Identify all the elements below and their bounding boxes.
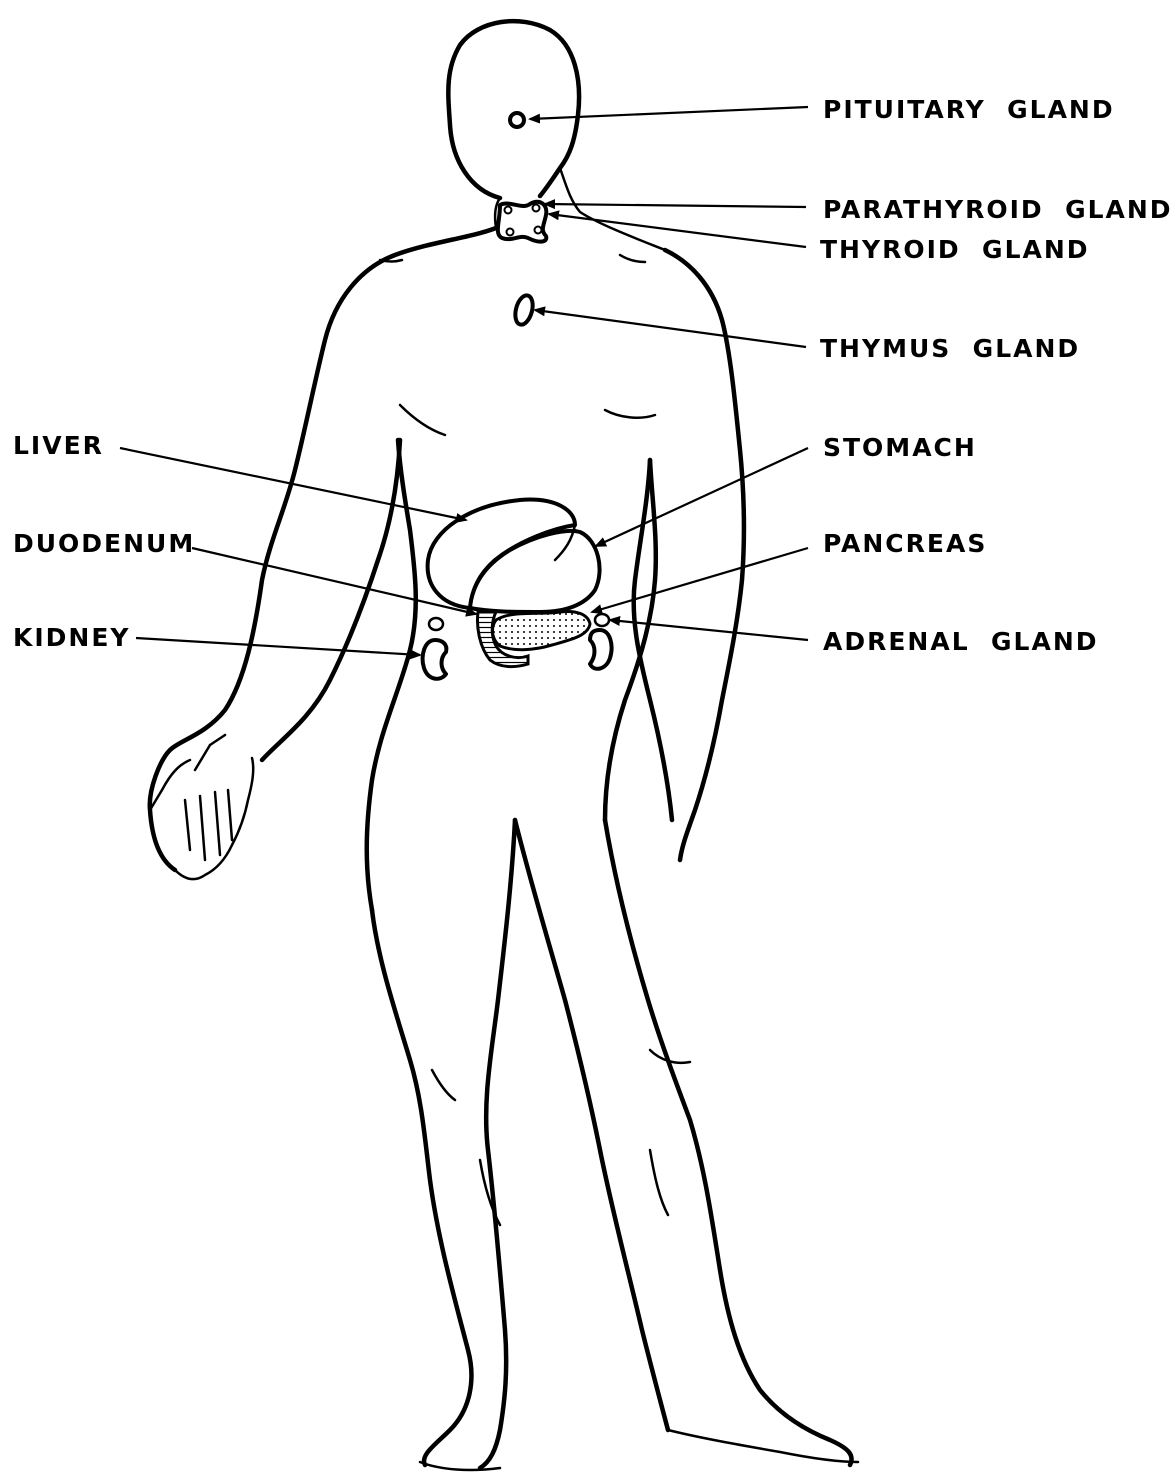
shoulder-crease-left <box>380 260 402 262</box>
left-leg-inner <box>480 820 515 1468</box>
label-thymus-gland: THYMUS GLAND <box>820 334 1080 363</box>
right-leg-inner <box>515 820 668 1430</box>
right-foot <box>668 1430 858 1462</box>
leader-thyroid <box>549 214 806 247</box>
right-shoulder-arm-outer <box>665 250 744 860</box>
left-arm-inner <box>262 440 400 760</box>
label-adrenal-gland: ADRENAL GLAND <box>823 627 1099 656</box>
right-kidney-shape <box>590 630 612 669</box>
left-kidney-shape <box>423 640 447 679</box>
label-pituitary-gland: PITUITARY GLAND <box>823 95 1115 124</box>
label-kidney: KIDNEY <box>13 623 131 652</box>
chest-right <box>605 410 655 418</box>
pancreas-shape <box>493 612 590 650</box>
leader-thymus <box>535 310 806 347</box>
label-stomach: STOMACH <box>823 433 977 462</box>
right-adrenal-shape <box>595 614 609 626</box>
thymus-gland-shape <box>512 293 535 326</box>
parathyroid-dot-1 <box>505 207 512 214</box>
label-duodenum: DUODENUM <box>13 529 195 558</box>
left-leg-outer <box>372 910 471 1465</box>
leader-adrenal <box>610 620 808 640</box>
organs <box>423 113 612 679</box>
pituitary-gland-shape <box>510 113 524 127</box>
torso-right-side <box>605 460 656 820</box>
parathyroid-dot-3 <box>507 229 514 236</box>
label-pancreas: PANCREAS <box>823 529 987 558</box>
chest-left <box>400 405 445 435</box>
leader-pituitary <box>530 107 808 119</box>
left-knee-detail <box>432 1070 455 1100</box>
left-adrenal-shape <box>429 618 443 630</box>
shoulder-crease-right <box>620 255 645 262</box>
leader-pancreas <box>592 548 808 612</box>
leader-stomach <box>596 448 808 546</box>
right-knee-detail <box>650 1050 690 1063</box>
parathyroid-dot-2 <box>533 205 540 212</box>
right-leg-outer <box>605 820 852 1465</box>
right-calf-detail <box>650 1150 668 1215</box>
leader-liver <box>120 448 466 520</box>
label-thyroid-gland: THYROID GLAND <box>820 235 1090 264</box>
leader-parathyroid <box>545 204 806 207</box>
leader-kidney <box>136 638 420 655</box>
parathyroid-dot-4 <box>535 227 542 234</box>
label-parathyroid-gland: PARATHYROID GLAND <box>823 195 1173 224</box>
neck-right <box>560 168 665 250</box>
head-outline <box>448 21 579 198</box>
label-liver: LIVER <box>13 431 104 460</box>
